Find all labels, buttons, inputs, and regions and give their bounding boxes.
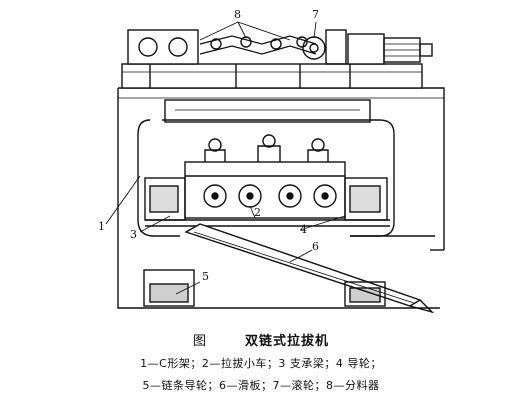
- callout-5: 5: [202, 270, 209, 283]
- slide-plate: [184, 223, 435, 314]
- callout-8: 8: [234, 8, 241, 21]
- callout-2: 2: [254, 206, 261, 219]
- figure-title: 双链式拉拔机: [245, 334, 330, 349]
- leader-lines: [105, 21, 346, 295]
- support-beams: [144, 177, 390, 227]
- figure-label: 图: [192, 334, 207, 349]
- frame-bracket: [164, 99, 371, 123]
- callout-7: 7: [312, 8, 319, 21]
- top-drive: [121, 29, 433, 89]
- callout-6: 6: [312, 240, 319, 253]
- legend-line-1: 1—C形架；2—拉拔小车；3 支承梁；4 导轮；: [140, 357, 382, 370]
- legend-line-2: 5—链条导轮；6—滑板；7—滚轮；8—分料器: [142, 379, 380, 392]
- callout-4: 4: [300, 223, 307, 236]
- callout-1: 1: [98, 220, 105, 233]
- drawing-carriage: [184, 134, 346, 219]
- machine-drawing: [105, 21, 445, 314]
- callout-3: 3: [130, 228, 137, 241]
- caption-title-row: 图 双链式拉拔机: [0, 330, 522, 349]
- chain-guide-wheel: [143, 269, 386, 307]
- figure-caption: 图 双链式拉拔机 1—C形架；2—拉拔小车；3 支承梁；4 导轮； 5—链条导轮；…: [0, 330, 522, 393]
